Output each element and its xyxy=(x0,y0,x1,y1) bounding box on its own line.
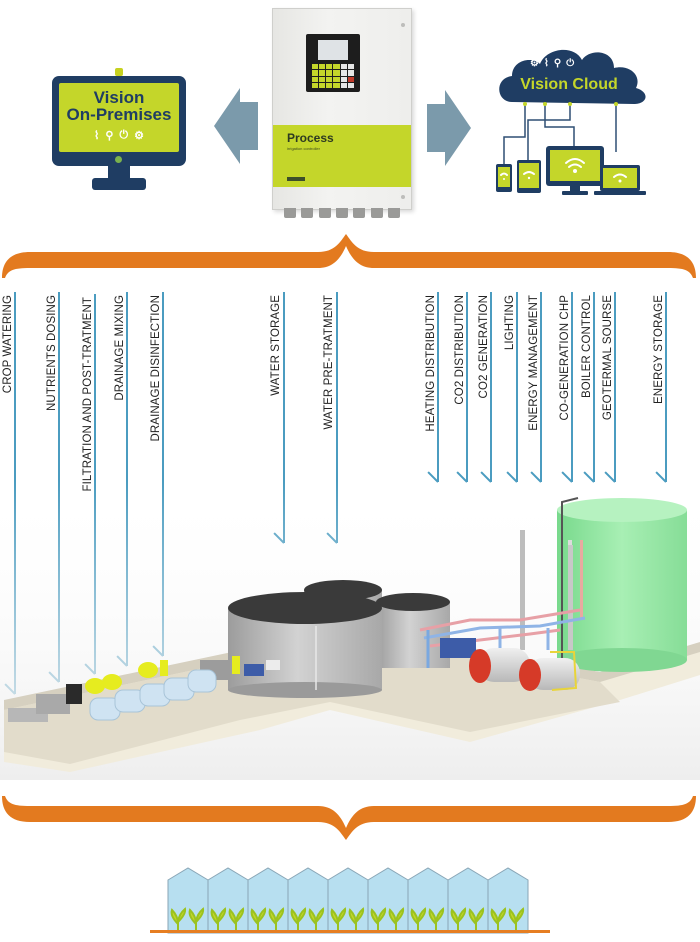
greenhouse-bay xyxy=(327,867,369,934)
plant-sprout-icon xyxy=(410,907,427,933)
controller-subtitle: irrigation controller xyxy=(287,146,320,151)
process-pointer-line xyxy=(614,292,616,482)
greenhouse-plant-scene xyxy=(0,480,700,780)
process-pointer-line xyxy=(283,292,285,543)
process-controller-cabinet: Process irrigation controller xyxy=(272,8,412,224)
vision-on-premises-monitor: Vision On-Premises ⌇ ⚲ ⏻ ⚙ xyxy=(52,68,186,192)
screw xyxy=(401,23,405,27)
process-pointer-line xyxy=(516,292,518,482)
process-pointer-line xyxy=(466,292,468,482)
monitor-screen: Vision On-Premises ⌇ ⚲ ⏻ ⚙ xyxy=(59,83,179,152)
on-premises-title-line2: On-Premises xyxy=(66,105,172,124)
process-label: CROP WATERING xyxy=(2,295,14,394)
on-premises-title-line1: Vision xyxy=(93,88,145,107)
process-label: CO2 DISTRIBUTION xyxy=(454,295,466,405)
chimney xyxy=(520,530,525,650)
greenhouse-bay xyxy=(247,867,289,934)
process-pointer-line xyxy=(540,292,542,482)
greenhouse-bay xyxy=(487,867,529,934)
energy-storage-tank xyxy=(557,497,687,672)
gear-icon: ⚙ xyxy=(134,130,144,142)
power-icon: ⏻ xyxy=(119,129,129,141)
process-label: DRAINAGE MIXING xyxy=(114,295,126,401)
pulse-icon: ⌇ xyxy=(93,130,100,142)
process-pointer-line xyxy=(336,292,338,543)
process-label: GEOTERMAL SOURSE xyxy=(602,295,614,421)
process-pointer-line xyxy=(490,292,492,482)
arrow-left-icon xyxy=(214,88,258,164)
process-label: LIGHTING xyxy=(504,295,516,351)
bottom-brace xyxy=(2,796,696,840)
controller-lcd-display xyxy=(318,40,348,60)
brand-logo-icon xyxy=(287,177,305,181)
process-pointer-line xyxy=(665,292,667,482)
process-label: ENERGY STORAGE xyxy=(653,295,665,404)
process-label: DRAINAGE DISINFECTION xyxy=(150,295,162,442)
greenhouse-bay xyxy=(287,867,329,934)
monitor-antenna xyxy=(115,68,123,76)
process-label: BOILER CONTROL xyxy=(581,295,593,399)
greenhouse-bay xyxy=(367,867,409,934)
greenhouse-bays xyxy=(167,867,529,934)
chimney xyxy=(568,545,573,650)
controller-title: Process xyxy=(287,131,334,145)
cloud-icon xyxy=(496,49,646,195)
greenhouse-bay xyxy=(447,867,489,934)
process-label: ENERGY MANAGEMENT xyxy=(528,295,540,431)
process-label: NUTRIENTS DOSING xyxy=(46,295,58,411)
desktop-monitor-icon xyxy=(546,146,604,195)
monitor-stand-neck xyxy=(108,166,130,178)
power-icon: ⏻ xyxy=(566,58,575,69)
arrow-right-icon xyxy=(427,90,471,166)
process-label: HEATING DISTRIBUTION xyxy=(425,295,437,432)
screw xyxy=(401,195,405,199)
laptop-icon xyxy=(594,165,646,195)
search-icon: ⚲ xyxy=(553,58,562,69)
greenhouse-bay xyxy=(407,867,449,934)
tablet-icon xyxy=(517,160,541,193)
process-pointer-line xyxy=(162,292,164,656)
drainage-tanks xyxy=(89,669,217,721)
monitor-stand-base xyxy=(92,178,146,190)
controller-keypad-panel xyxy=(306,34,360,92)
monitor-power-led xyxy=(115,156,122,163)
boiler-2 xyxy=(519,651,580,691)
process-pointer-line xyxy=(571,292,573,482)
process-pointer-line xyxy=(437,292,439,482)
cable-glands xyxy=(284,208,400,218)
controller-body: Process irrigation controller xyxy=(272,8,412,210)
process-label: CO-GENERATION CHP xyxy=(559,295,571,421)
process-label: WATER STORAGE xyxy=(270,295,282,396)
boiler-1 xyxy=(469,648,530,683)
greenhouse-bay xyxy=(167,867,209,934)
water-storage-tank-main xyxy=(228,592,382,698)
heating-pipework xyxy=(419,608,586,668)
process-label: FILTRATION AND POST-TRATMENT xyxy=(82,297,94,492)
controller-label-band: Process irrigation controller xyxy=(273,125,411,187)
plant-sprout-icon xyxy=(370,907,387,933)
greenhouse-illustration xyxy=(150,862,550,937)
process-label: CO2 GENERATION xyxy=(478,295,490,399)
top-brace xyxy=(2,234,696,278)
cloud-title: Vision Cloud xyxy=(520,76,618,93)
pulse-icon: ⌇ xyxy=(543,58,549,69)
search-icon: ⚲ xyxy=(105,130,114,142)
greenhouse-bay xyxy=(207,867,249,934)
process-label: WATER PRE-TRATMENT xyxy=(323,295,335,430)
gear-icon: ⚙ xyxy=(530,58,539,69)
controller-keypad xyxy=(312,64,354,88)
on-premises-icon-row: ⌇ ⚲ ⏻ ⚙ xyxy=(59,129,179,142)
vision-cloud-group: ⚙ ⌇ ⚲ ⏻ Vision Cloud xyxy=(490,42,665,197)
monitor-frame: Vision On-Premises ⌇ ⚲ ⏻ ⚙ xyxy=(52,76,186,166)
plant-sprout-icon xyxy=(290,907,307,933)
water-storage-tank-right xyxy=(376,593,450,668)
process-pointer-line xyxy=(593,292,595,482)
plant-sprout-icon xyxy=(388,907,405,933)
greenhouse-ground-line xyxy=(150,930,550,933)
process-pointer-line xyxy=(126,292,128,666)
cloud-icon-row: ⚙ ⌇ ⚲ ⏻ xyxy=(530,58,574,69)
